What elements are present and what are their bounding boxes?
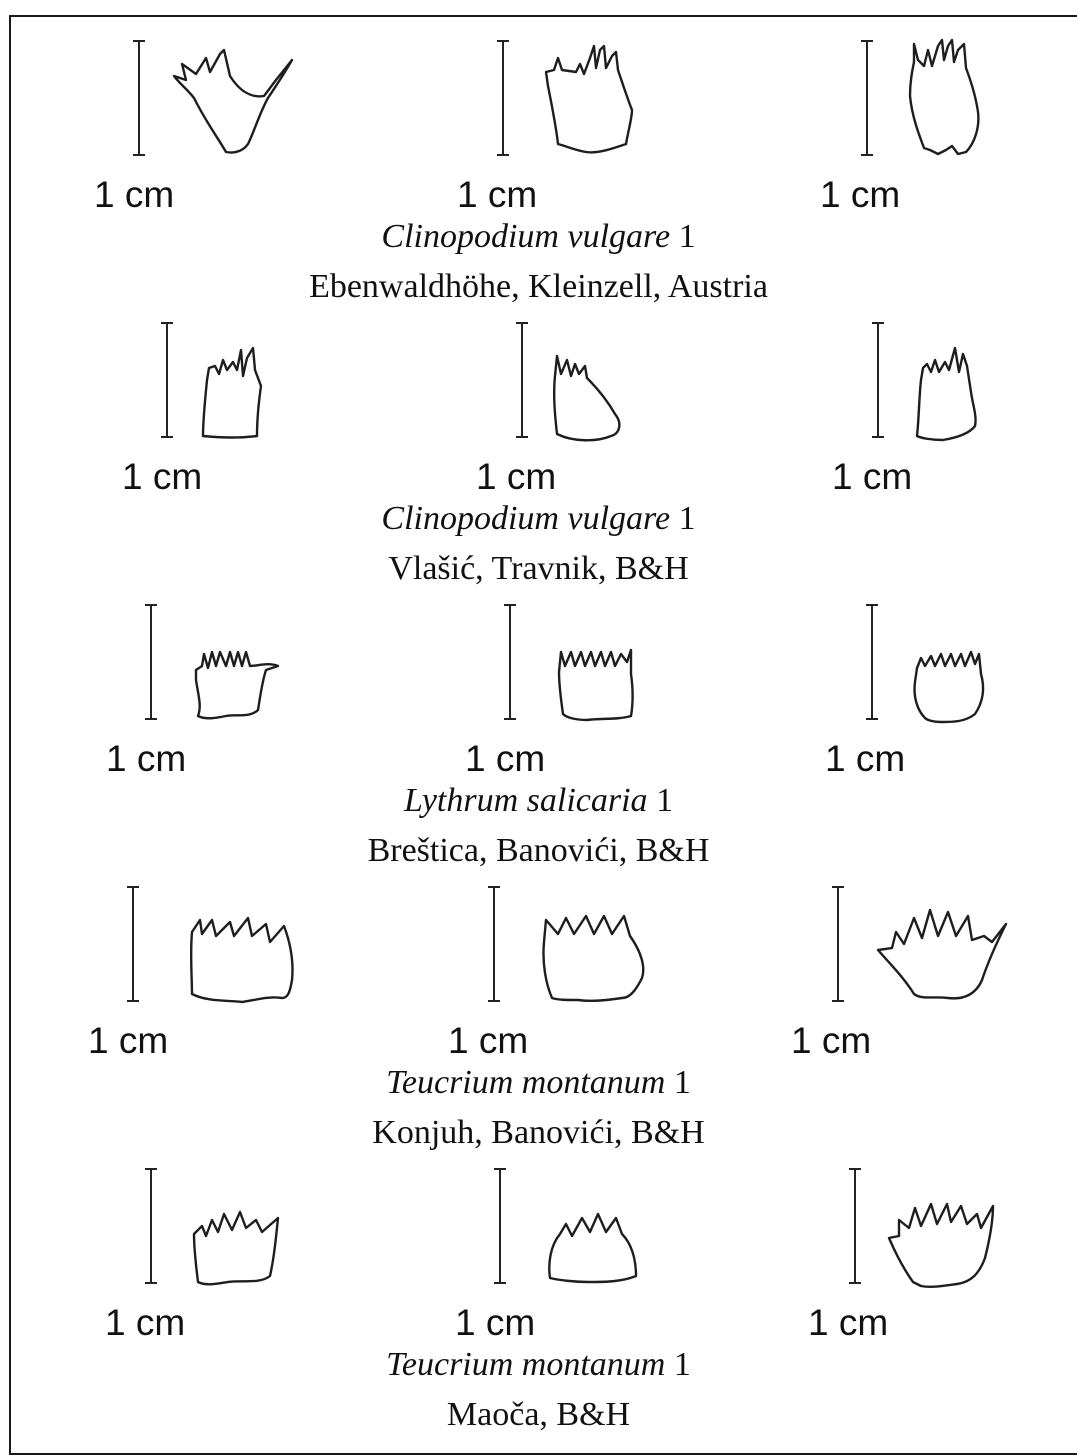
scale-label: 1 cm [465, 738, 546, 779]
scale-bar [494, 1168, 506, 1284]
calyx-outline [913, 650, 985, 724]
species-name: Teucrium montanum [386, 1346, 666, 1383]
scale-bar [849, 1168, 861, 1284]
calyx-outline [887, 1202, 995, 1289]
row-caption: Teucrium montanum 1 [0, 1066, 1077, 1100]
scale-bar [504, 604, 516, 720]
scale-label: 1 cm [88, 1020, 169, 1061]
scale-label: 1 cm [457, 174, 538, 215]
scale-bar [127, 886, 139, 1002]
calyx-outline [194, 650, 280, 720]
locality-caption: Maoča, B&H [446, 1396, 631, 1433]
scale-bar [872, 322, 884, 438]
scale-bar [145, 1168, 157, 1284]
scale-bar [516, 322, 528, 438]
species-name: Clinopodium vulgare [381, 500, 671, 537]
calyx-outline [552, 354, 621, 442]
scale-label: 1 cm [105, 1302, 186, 1343]
specimen-number: 1 [678, 500, 696, 537]
locality-caption: Breštica, Banovići, B&H [367, 832, 710, 869]
scale-label: 1 cm [122, 456, 203, 497]
locality-caption: Vlašić, Travnik, B&H [388, 550, 689, 587]
species-name: Clinopodium vulgare [381, 218, 671, 255]
scale-label: 1 cm [455, 1302, 536, 1343]
specimen-number: 1 [656, 782, 674, 819]
calyx-outline [557, 648, 634, 722]
calyx-outline [172, 48, 294, 154]
calyx-outline [915, 346, 977, 442]
calyx-outline [908, 38, 980, 156]
scale-label: 1 cm [825, 738, 906, 779]
scale-bar [133, 40, 145, 156]
specimen-number: 1 [678, 218, 696, 255]
scale-bar [832, 886, 844, 1002]
scale-label: 1 cm [448, 1020, 529, 1061]
scale-bar [161, 322, 173, 438]
scale-label: 1 cm [832, 456, 913, 497]
calyx-outline [192, 1210, 280, 1286]
specimen-number: 1 [673, 1064, 691, 1101]
calyx-outline [201, 346, 263, 439]
scale-label: 1 cm [820, 174, 901, 215]
scale-label: 1 cm [791, 1020, 872, 1061]
calyx-outline [876, 908, 1008, 1000]
figure-frame [9, 15, 1077, 1455]
calyx-outline [189, 916, 294, 1004]
scale-bar [145, 604, 157, 720]
scale-label: 1 cm [94, 174, 175, 215]
species-name: Teucrium montanum [386, 1064, 666, 1101]
scale-bar [861, 40, 873, 156]
scale-bar [488, 886, 500, 1002]
row-caption: Lythrum salicaria 1 [0, 784, 1077, 818]
row-caption: Clinopodium vulgare 1 [0, 220, 1077, 254]
row-caption: Teucrium montanum 1 [0, 1348, 1077, 1382]
scale-label: 1 cm [476, 456, 557, 497]
row-caption: Clinopodium vulgare 1 [0, 502, 1077, 536]
specimen-number: 1 [673, 1346, 691, 1383]
scale-label: 1 cm [106, 738, 187, 779]
calyx-outline [548, 1212, 638, 1284]
calyx-outline [544, 44, 634, 154]
locality-caption: Konjuh, Banovići, B&H [372, 1114, 705, 1151]
locality-caption: Ebenwaldhöhe, Kleinzell, Austria [309, 268, 768, 305]
calyx-outline [542, 914, 645, 1003]
species-name: Lythrum salicaria [403, 782, 648, 819]
scale-label: 1 cm [808, 1302, 889, 1343]
scale-bar [866, 604, 878, 720]
scale-bar [497, 40, 509, 156]
